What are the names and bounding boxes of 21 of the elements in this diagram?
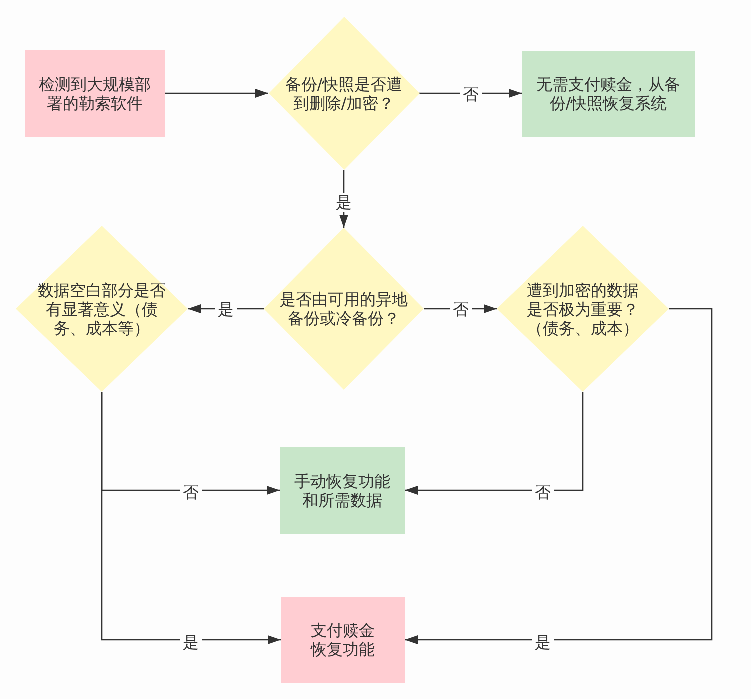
arrow [188,304,264,314]
arrow [405,308,713,644]
arrow [165,89,268,98]
edge-label: 否 [450,300,472,318]
decision-diamond: 备份/快照是否遭到删除/加密？ [268,17,420,170]
edge-label: 是 [215,300,237,318]
result-box: 手动恢复功能和所需数据 [280,447,405,534]
result-box: 无需支付赎金，从备份/快照恢复系统 [522,50,695,136]
decision-diamond: 遭到加密的数据是否极为重要？（债务、成本） [497,226,669,392]
decision-diamond: 数据空白部分是否有显著意义（债务、成本等） [16,226,188,392]
result-box: 支付赎金恢复功能 [281,597,405,683]
edge-label: 否 [180,482,202,502]
edge-label: 是 [180,632,202,652]
edge-label: 否 [532,482,554,502]
arrow [101,392,281,644]
edge-label: 否 [460,84,482,104]
decision-diamond: 是否由可用的异地备份或冷备份？ [264,228,424,390]
arrow [405,392,584,495]
edge-label: 是 [532,632,554,652]
process-box: 检测到大规模部署的勒索软件 [25,50,165,137]
arrow [420,89,522,98]
